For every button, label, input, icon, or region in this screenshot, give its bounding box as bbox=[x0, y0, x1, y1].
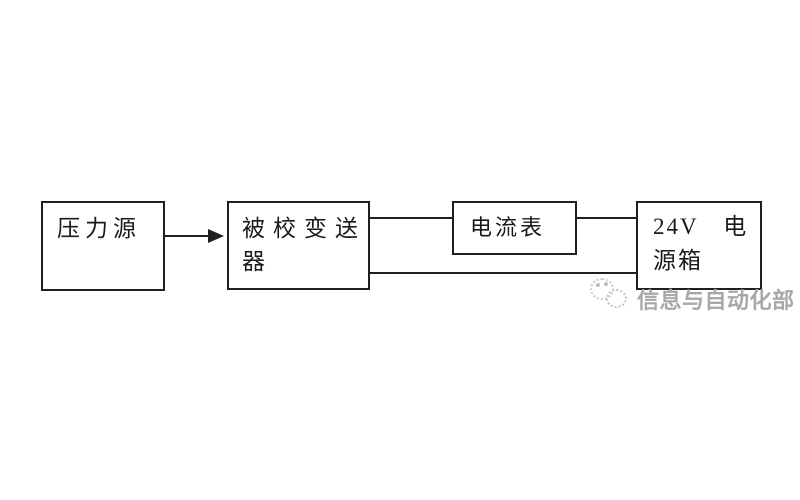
connector-transmitter-to-ammeter bbox=[370, 217, 452, 219]
watermark: 信息与自动化部 bbox=[588, 276, 798, 314]
watermark-logo-dot-icon bbox=[604, 282, 608, 286]
watermark-logo-dot-icon bbox=[596, 283, 600, 287]
node-ammeter-label: 电流表 bbox=[470, 215, 546, 240]
node-transmitter-label-line1: 被校变送 bbox=[242, 216, 366, 241]
connector-ammeter-to-power-box bbox=[577, 217, 636, 219]
node-ammeter: 电流表 bbox=[452, 201, 577, 255]
node-transmitter: 被校变送 器 bbox=[227, 201, 370, 290]
arrow-line bbox=[165, 235, 209, 237]
arrowhead-icon bbox=[208, 229, 224, 243]
connector-transmitter-to-power-box bbox=[370, 272, 636, 274]
watermark-text: 信息与自动化部 bbox=[637, 288, 795, 313]
node-transmitter-label-line2: 器 bbox=[242, 249, 273, 274]
node-pressure-source: 压力源 bbox=[41, 201, 165, 291]
watermark-logo-circle-icon bbox=[606, 289, 627, 308]
node-pressure-source-label: 压力源 bbox=[57, 216, 141, 241]
node-power-box: 24V 电 源箱 bbox=[636, 201, 762, 290]
node-power-box-label-line1: 24V 电 bbox=[653, 214, 749, 239]
node-power-box-label-line2: 源箱 bbox=[653, 248, 703, 273]
